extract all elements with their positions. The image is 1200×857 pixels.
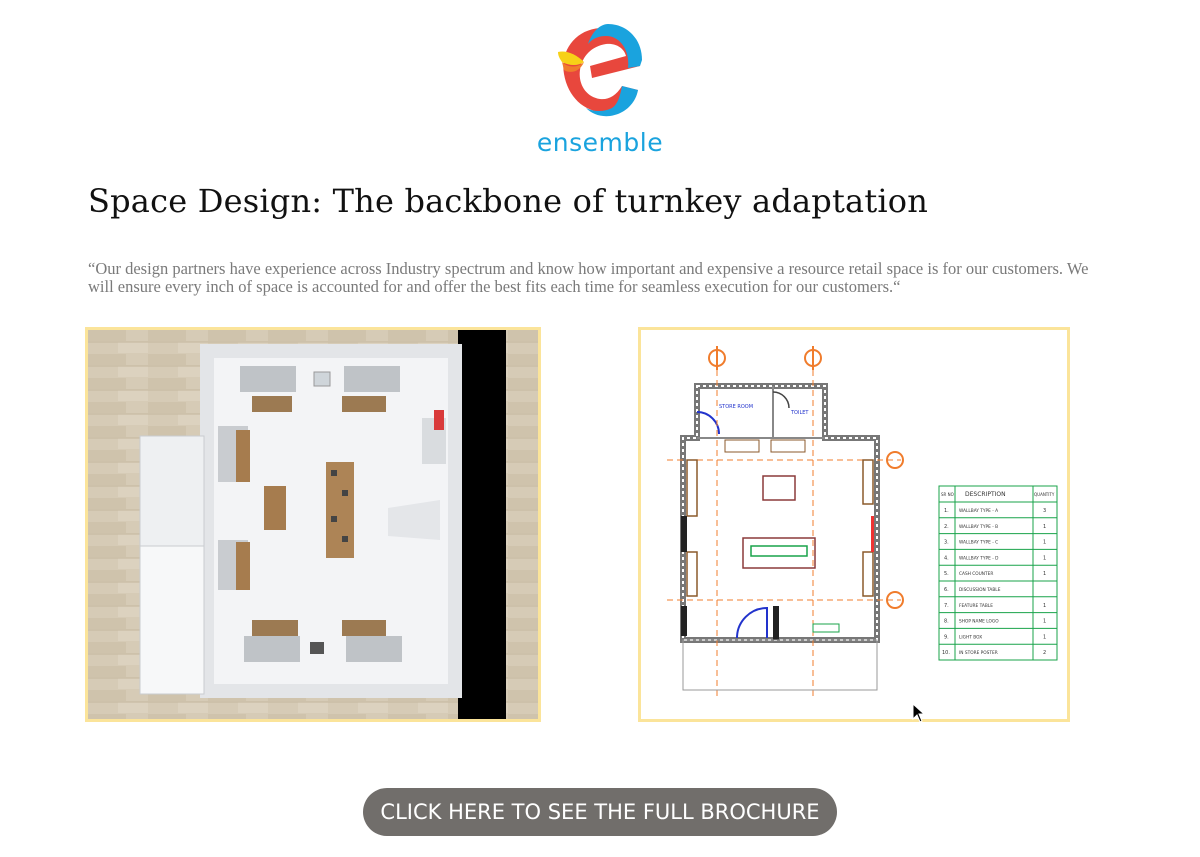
boq-cell: 2 — [1043, 650, 1046, 656]
boq-cell: 1 — [1043, 555, 1046, 561]
boq-cell: 3. — [944, 540, 949, 546]
boq-cell: CASH COUNTER — [959, 571, 993, 577]
boq-cell: 8. — [944, 619, 949, 625]
full-brochure-button[interactable]: CLICK HERE TO SEE THE FULL BROCHURE — [363, 788, 837, 836]
boq-header-quantity: QUANTITY — [1034, 492, 1055, 497]
toilet-label: TOILET — [790, 410, 809, 416]
boq-cell: 1 — [1043, 540, 1046, 546]
boq-cell: 7. — [944, 603, 949, 609]
boq-cell: 9. — [944, 634, 949, 640]
boq-cell: 10. — [942, 650, 950, 656]
boq-cell: WALLBAY TYPE - A — [959, 508, 998, 514]
page-title: Space Design: The backbone of turnkey ad… — [88, 182, 929, 220]
boq-cell: 3 — [1043, 508, 1046, 514]
boq-cell: 1 — [1043, 571, 1046, 577]
floor-plan-drawing: STORE ROOM TOILET — [667, 346, 1058, 700]
boq-cell: 4. — [944, 555, 949, 561]
boq-cell: WALLBAY TYPE - C — [959, 540, 998, 546]
boq-cell: 1. — [944, 508, 949, 514]
brand-wordmark: ensemble — [536, 128, 664, 157]
boq-cell: DISCUSSION TABLE — [959, 587, 1001, 593]
boq-header-description: DESCRIPTION — [965, 491, 1006, 498]
boq-cell: 6. — [944, 587, 949, 593]
boq-cell: 1 — [1043, 603, 1046, 609]
boq-cell: FEATURE TABLE — [959, 603, 993, 609]
boq-cell: 1 — [1043, 524, 1046, 530]
boq-cell: 5. — [944, 571, 949, 577]
boq-cell: 1 — [1043, 634, 1046, 640]
boq-cell: IN STORE POSTER — [959, 650, 998, 656]
e-swirl-logo-icon — [558, 24, 642, 117]
boq-cell: WALLBAY TYPE - D — [959, 555, 999, 561]
brand-logo: ensemble — [520, 22, 680, 158]
intro-quote: “Our design partners have experience acr… — [88, 259, 1089, 296]
store-3d-render-image — [85, 327, 541, 722]
boq-cell: WALLBAY TYPE - B — [959, 524, 998, 530]
boq-header-srno: SR NO — [941, 492, 954, 497]
mouse-pointer-icon — [912, 703, 926, 723]
boq-cell: 1 — [1043, 619, 1046, 625]
boq-cell: LIGHT BOX — [959, 634, 982, 640]
boq-cell: 2. — [944, 524, 949, 530]
store-3d-render-illustration — [88, 330, 538, 719]
store-floor-plan-image: STORE ROOM TOILET — [638, 327, 1070, 722]
boq-table: SR NO DESCRIPTION QUANTITY 1. WALLBAY TY… — [938, 485, 1058, 661]
boq-cell: SHOP NAME LOGO — [959, 619, 999, 625]
store-room-label: STORE ROOM — [719, 404, 753, 410]
